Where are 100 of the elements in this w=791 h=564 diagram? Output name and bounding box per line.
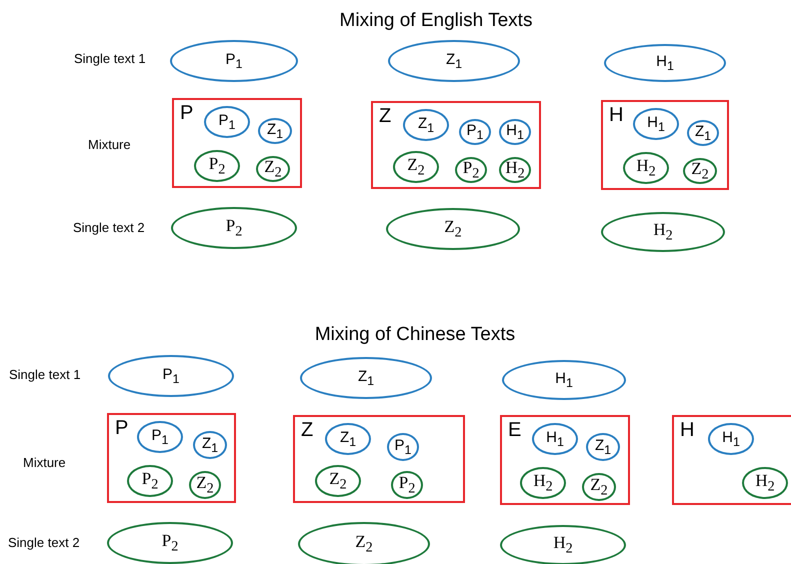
text-oval	[502, 360, 626, 400]
text-oval	[386, 208, 520, 250]
oval-label: P$_{2}$	[462, 159, 480, 181]
oval-label: Z$_{2}$	[355, 533, 373, 555]
box-heading: P	[115, 417, 128, 440]
text-oval	[315, 465, 361, 497]
mixture-box	[500, 415, 630, 505]
text-oval	[633, 108, 679, 140]
text-oval	[520, 467, 566, 499]
oval-label: Z$_{2}$	[264, 158, 282, 180]
text-oval	[300, 357, 432, 399]
section-title: Mixing of English Texts	[340, 10, 532, 32]
text-oval	[298, 522, 430, 564]
text-oval	[391, 471, 423, 499]
mixture-box	[107, 413, 236, 503]
oval-label: H$_{2}$	[653, 221, 673, 243]
box-heading: Z	[301, 419, 314, 442]
text-oval	[586, 433, 620, 461]
text-oval	[623, 152, 669, 184]
oval-label: P$_{1}$	[394, 438, 412, 456]
oval-label: Z$_{1}$	[340, 430, 356, 448]
section-title: Mixing of Chinese Texts	[314, 324, 516, 346]
text-oval	[256, 156, 290, 182]
oval-label: Z$_{1}$	[446, 52, 462, 70]
text-oval	[193, 431, 227, 459]
oval-label: Z$_{1}$	[694, 124, 712, 142]
text-oval	[683, 158, 717, 184]
text-oval	[170, 40, 298, 82]
text-oval	[388, 40, 520, 82]
text-oval	[194, 150, 240, 182]
text-oval	[189, 471, 221, 499]
oval-label: P$_{2}$	[398, 474, 416, 496]
oval-label: H$_{2}$	[553, 534, 573, 556]
oval-label: Z$_{1}$	[358, 368, 374, 388]
row-label: Mixture	[88, 137, 131, 152]
oval-label: P$_{2}$	[162, 532, 178, 554]
text-oval	[108, 355, 234, 397]
text-oval	[500, 525, 626, 564]
text-oval	[171, 207, 297, 249]
text-oval	[127, 465, 173, 497]
oval-label: Z$_{2}$	[407, 156, 425, 178]
mixture-box	[371, 101, 541, 189]
text-oval	[455, 157, 487, 183]
oval-label: P$_{1}$	[466, 122, 484, 142]
oval-label: H$_{1}$	[546, 430, 564, 448]
mixture-box	[672, 415, 791, 505]
text-oval	[107, 522, 233, 564]
oval-label: H$_{2}$	[505, 159, 525, 181]
oval-label: P$_{2}$	[226, 217, 242, 239]
row-label: Single text 1	[74, 51, 146, 66]
oval-label: P$_{1}$	[226, 52, 242, 70]
text-oval	[204, 106, 250, 138]
oval-label: Z$_{2}$	[590, 476, 608, 498]
text-oval	[137, 421, 183, 453]
text-oval	[687, 120, 719, 146]
text-oval	[742, 467, 788, 499]
box-heading: E	[508, 419, 522, 442]
oval-label: Z$_{2}$	[691, 160, 709, 182]
row-label: Single text 1	[9, 367, 81, 382]
oval-label: H$_{2}$	[636, 157, 656, 179]
row-label: Single text 2	[8, 535, 80, 550]
oval-label: H$_{2}$	[755, 472, 775, 494]
box-heading: P	[180, 102, 194, 125]
mixture-box	[172, 98, 302, 188]
text-oval	[604, 44, 726, 82]
oval-label: H$_{2}$	[533, 472, 553, 494]
box-heading: H	[680, 419, 694, 442]
mixture-box	[601, 100, 729, 190]
oval-label: P$_{2}$	[208, 155, 226, 177]
box-heading: H	[609, 104, 624, 127]
oval-label: P$_{1}$	[152, 428, 168, 446]
text-oval	[601, 212, 725, 252]
mixture-box	[293, 415, 465, 503]
text-oval	[459, 119, 491, 145]
text-oval	[403, 109, 449, 141]
oval-label: Z$_{2}$	[329, 470, 347, 492]
row-label: Mixture	[23, 455, 66, 470]
oval-label: Z$_{2}$	[444, 218, 462, 240]
oval-label: H$_{1}$	[555, 370, 573, 390]
oval-label: Z$_{1}$	[594, 438, 612, 456]
text-oval	[325, 423, 371, 455]
text-oval	[582, 473, 616, 501]
oval-label: Z$_{1}$	[266, 122, 284, 140]
text-oval	[258, 118, 292, 144]
oval-label: P$_{1}$	[162, 366, 180, 386]
oval-label: Z$_{1}$	[202, 436, 218, 454]
text-oval	[499, 157, 531, 183]
oval-label: Z$_{2}$	[196, 474, 214, 496]
row-label: Single text 2	[73, 220, 145, 235]
text-oval	[499, 119, 531, 145]
oval-label: H$_{1}$	[656, 54, 674, 72]
oval-label: P$_{1}$	[218, 112, 236, 132]
text-oval	[387, 433, 419, 461]
oval-label: Z$_{1}$	[418, 116, 434, 134]
oval-label: H$_{1}$	[647, 114, 665, 134]
oval-label: H$_{1}$	[722, 430, 740, 448]
oval-label: H$_{1}$	[506, 122, 524, 142]
text-oval	[532, 423, 578, 455]
text-oval	[393, 151, 439, 183]
text-oval	[708, 423, 754, 455]
